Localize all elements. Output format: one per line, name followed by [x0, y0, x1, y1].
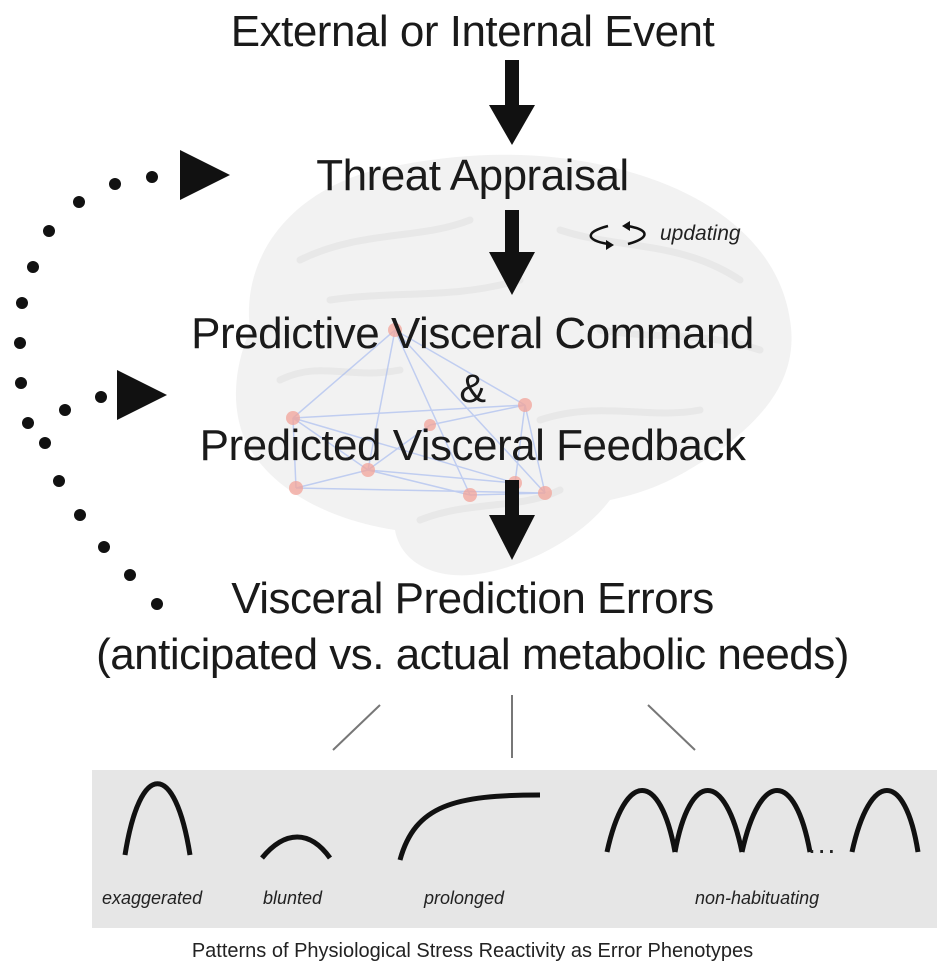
phenotype-label-prolonged: prolonged: [424, 888, 505, 908]
non-habituating-ellipsis: ...: [808, 828, 838, 859]
curve-blunted: [260, 834, 333, 860]
feedback-dotted-arc: [14, 171, 163, 610]
phenotype-label-non-habituating: non-habituating: [695, 888, 820, 908]
command-label: Predictive Visceral Command: [191, 309, 754, 358]
phenotype-curves: [122, 781, 921, 861]
feedback-arrowhead-appraisal: [180, 150, 230, 200]
updating-label: updating: [660, 222, 741, 245]
phenotype-label-blunted: blunted: [263, 888, 323, 908]
phenotype-label-exaggerated: exaggerated: [102, 888, 203, 908]
curve-exaggerated: [122, 781, 193, 856]
curve-non-habituating-2: [672, 788, 745, 853]
curve-non-habituating-1: [604, 788, 678, 853]
errors-label: Visceral Prediction Errors: [231, 574, 714, 623]
curve-non-habituating-4: [849, 788, 921, 853]
arrow-event-to-appraisal: [489, 60, 535, 145]
curve-prolonged: [397, 792, 541, 861]
arrow-feedback-to-errors: [489, 480, 535, 560]
appraisal-label: Threat Appraisal: [316, 151, 629, 200]
updating-loop-icon: [589, 221, 646, 250]
errors-subtitle: (anticipated vs. actual metabolic needs): [96, 630, 849, 679]
arrow-appraisal-to-command: [489, 210, 535, 295]
curve-non-habituating-3: [739, 788, 813, 853]
event-label: External or Internal Event: [230, 7, 715, 56]
feedback-arrowhead-command: [117, 370, 167, 420]
ampersand-label: &: [459, 367, 486, 411]
phenotype-connectors: [332, 695, 696, 758]
figure-footer: Patterns of Physiological Stress Reactiv…: [191, 940, 754, 962]
feedback-label: Predicted Visceral Feedback: [199, 421, 746, 470]
